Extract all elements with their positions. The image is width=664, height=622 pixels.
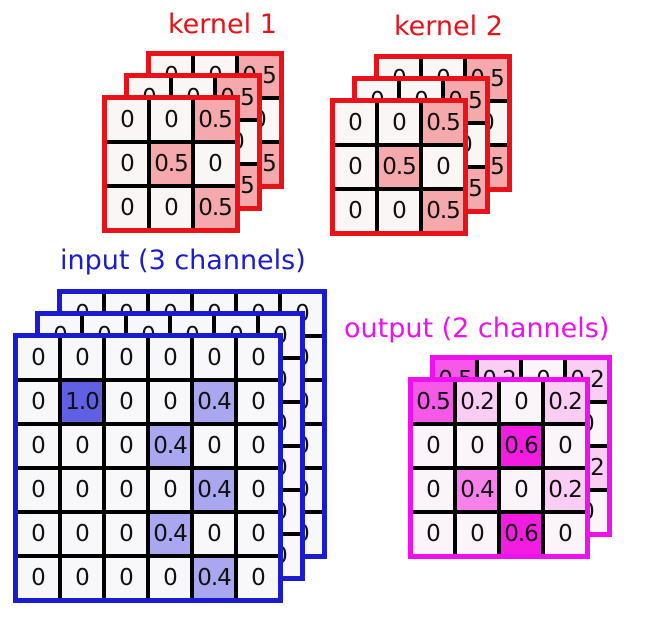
matrix-cell: 0 bbox=[62, 514, 102, 554]
matrix-cell: 0.6 bbox=[501, 426, 541, 466]
matrix-cell: 0 bbox=[238, 470, 278, 510]
matrix-cell: 0.4 bbox=[194, 470, 234, 510]
matrix-cell: 0 bbox=[107, 100, 147, 140]
matrix-cell: 0.4 bbox=[150, 426, 190, 466]
matrix-cell: 0.4 bbox=[194, 558, 234, 598]
matrix-cell: 0 bbox=[238, 426, 278, 466]
matrix-cell: 0 bbox=[501, 382, 541, 422]
matrix-cell: 0 bbox=[457, 514, 497, 554]
matrix-cell: 0 bbox=[335, 191, 375, 231]
matrix-cell: 0 bbox=[62, 558, 102, 598]
matrix-cell: 0 bbox=[413, 514, 453, 554]
matrix-cell: 0 bbox=[18, 426, 58, 466]
matrix-cell: 0 bbox=[238, 558, 278, 598]
matrix-cell: 0 bbox=[238, 382, 278, 422]
matrix-cell: 0 bbox=[106, 382, 146, 422]
matrix-cell: 0.5 bbox=[423, 191, 463, 231]
matrix-cell: 0 bbox=[238, 338, 278, 378]
matrix-cell: 0 bbox=[151, 188, 191, 228]
output-title: output (2 channels) bbox=[344, 313, 610, 344]
matrix-cell: 0 bbox=[413, 426, 453, 466]
matrix-cell: 0 bbox=[62, 426, 102, 466]
matrix-cell: 0.5 bbox=[423, 103, 463, 143]
matrix-cell: 0 bbox=[423, 147, 463, 187]
matrix-cell: 0.5 bbox=[195, 100, 235, 140]
matrix-cell: 0 bbox=[107, 188, 147, 228]
matrix-cell: 0.2 bbox=[545, 382, 585, 422]
matrix-cell: 0 bbox=[106, 558, 146, 598]
matrix-cell: 0 bbox=[62, 338, 102, 378]
matrix-cell: 0 bbox=[106, 426, 146, 466]
matrix-cell: 0.5 bbox=[151, 144, 191, 184]
matrix-cell: 0 bbox=[238, 514, 278, 554]
kernel2-stack: 000.500.50000.5000.500.50000.5000.500.50… bbox=[330, 54, 516, 240]
matrix-cell: 0 bbox=[545, 426, 585, 466]
matrix-cell: 0 bbox=[150, 470, 190, 510]
matrix-cell: 0 bbox=[62, 470, 102, 510]
matrix-cell: 0.4 bbox=[457, 470, 497, 510]
matrix-cell: 0 bbox=[457, 426, 497, 466]
matrix-cell: 0 bbox=[106, 514, 146, 554]
matrix-cell: 0 bbox=[194, 426, 234, 466]
kernel1-title: kernel 1 bbox=[168, 9, 277, 40]
matrix-cell: 0.5 bbox=[195, 188, 235, 228]
matrix-cell: 0 bbox=[150, 338, 190, 378]
matrix-cell: 0 bbox=[335, 147, 375, 187]
matrix-cell: 0 bbox=[335, 103, 375, 143]
matrix-cell: 0.5 bbox=[379, 147, 419, 187]
matrix-cell: 0 bbox=[195, 144, 235, 184]
matrix-cell: 0.4 bbox=[194, 382, 234, 422]
matrix-cell: 0.2 bbox=[545, 470, 585, 510]
input-title: input (3 channels) bbox=[60, 245, 306, 276]
matrix-cell: 0 bbox=[194, 514, 234, 554]
matrix-cell: 0 bbox=[501, 470, 541, 510]
matrix-cell: 0 bbox=[106, 338, 146, 378]
matrix-cell: 0.2 bbox=[457, 382, 497, 422]
matrix-cell: 0 bbox=[194, 338, 234, 378]
matrix-cell: 0.5 bbox=[413, 382, 453, 422]
matrix-cell: 0 bbox=[379, 103, 419, 143]
matrix-cell: 0 bbox=[413, 470, 453, 510]
matrix-cell: 0 bbox=[107, 144, 147, 184]
matrix-cell: 0 bbox=[18, 558, 58, 598]
matrix-cell: 0 bbox=[18, 338, 58, 378]
kernel1-stack: 000.500.50000.5000.500.50000.5000.500.50… bbox=[102, 51, 288, 237]
matrix-cell: 0.4 bbox=[150, 514, 190, 554]
matrix-cell: 0 bbox=[106, 470, 146, 510]
kernel2-title: kernel 2 bbox=[394, 11, 503, 42]
matrix-cell: 0 bbox=[150, 558, 190, 598]
matrix-cell: 0 bbox=[150, 382, 190, 422]
output-stack: 0.50.200.2000.6000.400.2000.600.50.200.2… bbox=[408, 355, 616, 563]
matrix-cell: 0 bbox=[18, 470, 58, 510]
matrix-cell: 0 bbox=[18, 514, 58, 554]
matrix-cell: 0 bbox=[379, 191, 419, 231]
matrix-cell: 1.0 bbox=[62, 382, 102, 422]
matrix-cell: 0 bbox=[545, 514, 585, 554]
matrix-cell: 0 bbox=[18, 382, 58, 422]
matrix-cell: 0 bbox=[151, 100, 191, 140]
matrix-cell: 0.6 bbox=[501, 514, 541, 554]
